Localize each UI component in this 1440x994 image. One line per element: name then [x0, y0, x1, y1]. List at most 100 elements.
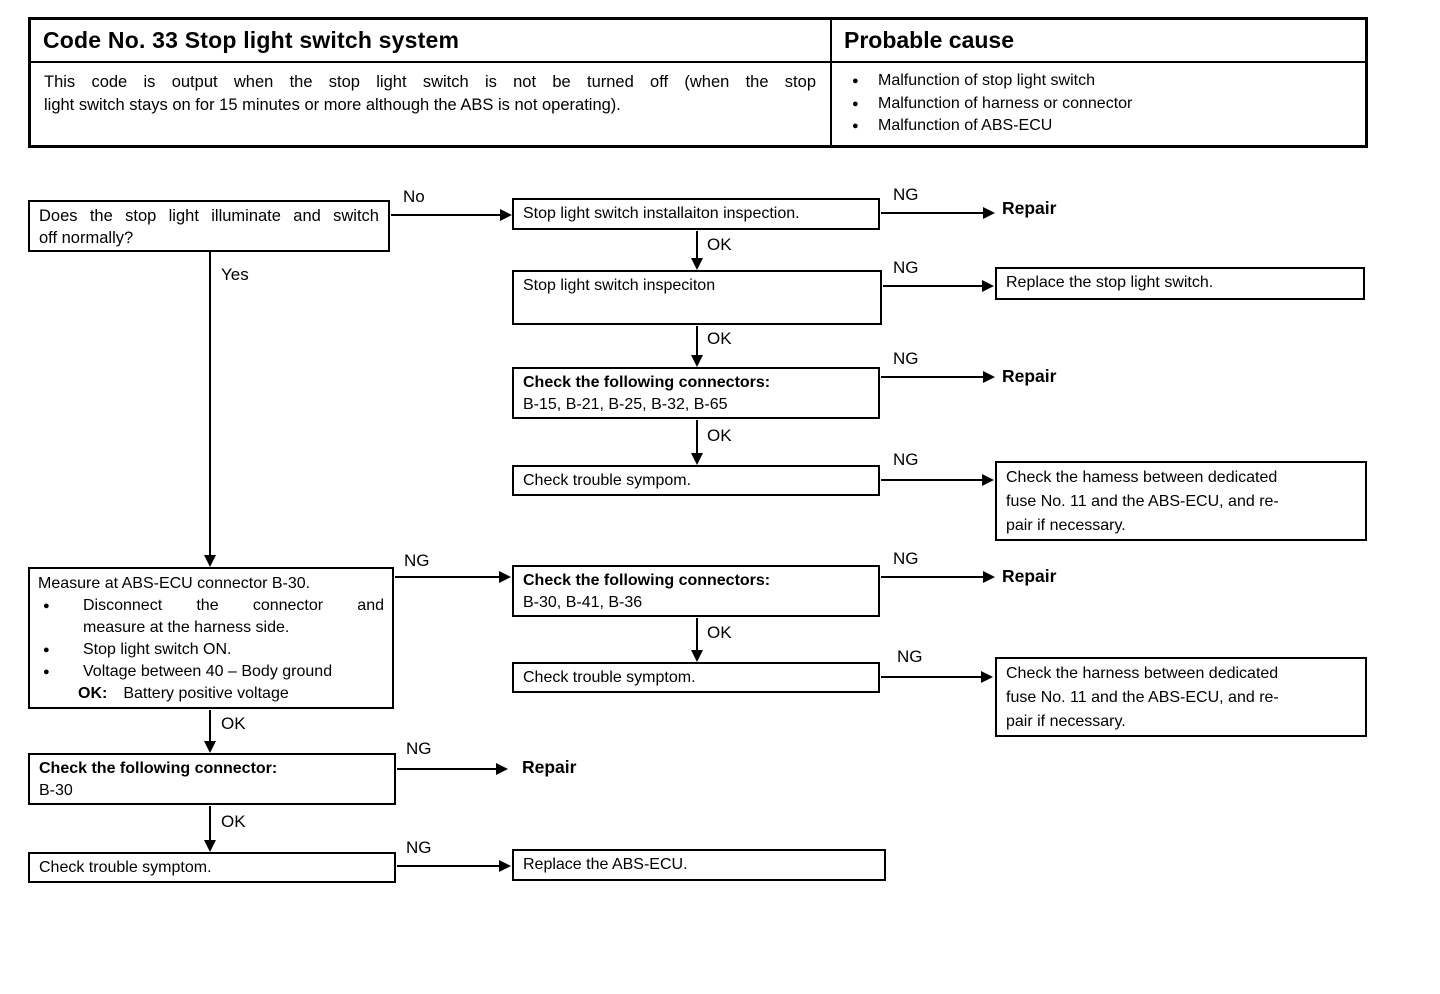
arrow-right-icon [981, 671, 993, 683]
node-text: Replace the ABS-ECU. [523, 856, 688, 873]
branch-label-ng: NG [893, 549, 919, 568]
node-text-line: pair if necessary. [1006, 517, 1126, 534]
flow-line [696, 618, 698, 651]
bullet-icon: ● [43, 666, 50, 678]
arrow-right-icon [982, 280, 994, 292]
node-check-harness-b: Check the harness between dedicated fuse… [995, 657, 1367, 737]
code-title-text: Code No. 33 Stop light switch system [43, 27, 460, 53]
outcome-repair: Repair [1002, 198, 1057, 218]
measure-bullet-item: ● Disconnect the connector and measure a… [38, 595, 384, 639]
branch-label-ok: OK [707, 426, 732, 445]
node-text-line: fuse No. 11 and the ABS-ECU, and re- [1006, 493, 1279, 510]
header-table: Code No. 33 Stop light switch system Pro… [28, 17, 1368, 148]
node-check-harness-a: Check the hamess between dedicated fuse … [995, 461, 1367, 541]
node-replace-switch: Replace the stop light switch. [995, 267, 1365, 300]
branch-label-ng: NG [406, 739, 432, 758]
node-text-line: measure at the harness side. [83, 619, 290, 636]
node-check-connectors-a: Check the following connectors: B-15, B-… [512, 367, 880, 419]
branch-label-yes: Yes [221, 265, 249, 284]
node-install-inspection: Stop light switch installaiton inspectio… [512, 198, 880, 230]
flow-line [696, 231, 698, 259]
flow-line [881, 212, 985, 214]
node-connector-list: B-30 [39, 782, 73, 799]
probable-cause-title: Probable cause [832, 20, 1365, 63]
arrow-right-icon [499, 860, 511, 872]
arrow-right-icon [496, 763, 508, 775]
probable-cause-item-text: Malfunction of harness or connector [878, 94, 1133, 112]
flow-line [696, 326, 698, 356]
branch-label-ng: NG [893, 185, 919, 204]
node-text: Stop light switch inspeciton [523, 277, 716, 294]
node-text: Check trouble symptom. [39, 859, 212, 876]
node-text-line: fuse No. 11 and the ABS-ECU, and re- [1006, 689, 1279, 706]
node-text-line: Check the hamess between dedicated [1006, 469, 1278, 486]
flow-line [881, 376, 985, 378]
branch-label-ok: OK [221, 714, 246, 733]
branch-label-ok: OK [221, 812, 246, 831]
arrow-down-icon [691, 453, 703, 465]
flow-line [209, 710, 211, 742]
node-connector-list: B-15, B-21, B-25, B-32, B-65 [523, 396, 728, 413]
measure-bullet-text: Voltage between 40 – Body ground [83, 663, 333, 680]
arrow-down-icon [691, 650, 703, 662]
node-text: Stop light switch installaiton inspectio… [523, 205, 800, 222]
probable-cause-list: ● Malfunction of stop light switch ● Mal… [832, 63, 1365, 145]
branch-label-ng: NG [893, 450, 919, 469]
code-description-line2: light switch stays on for 15 minutes or … [44, 96, 621, 114]
flow-line [881, 576, 985, 578]
probable-cause-item-text: Malfunction of stop light switch [878, 72, 1095, 89]
flow-line [391, 214, 501, 216]
node-title: Check the following connector: [39, 760, 278, 777]
measure-bullet-item: ● Stop light switch ON. [38, 639, 384, 661]
flow-line [881, 479, 983, 481]
measure-bullet-text: Stop light switch ON. [83, 641, 232, 658]
arrow-down-icon [204, 555, 216, 567]
arrow-down-icon [691, 355, 703, 367]
flow-line [883, 285, 983, 287]
branch-label-ok: OK [707, 329, 732, 348]
code-description-line1: This code is output when the stop light … [44, 73, 816, 91]
node-switch-inspection: Stop light switch inspeciton [512, 270, 882, 325]
flow-line [397, 768, 497, 770]
arrow-right-icon [983, 571, 995, 583]
node-text-line: Check the harness between dedicated [1006, 665, 1279, 682]
node-text: Replace the stop light switch. [1006, 274, 1214, 291]
node-check-trouble-c: Check trouble symptom. [28, 852, 396, 883]
node-replace-ecu: Replace the ABS-ECU. [512, 849, 886, 881]
node-check-trouble-b: Check trouble symptom. [512, 662, 880, 693]
flow-line [696, 420, 698, 454]
measure-bullet-text: Disconnect the connector and measure at … [83, 595, 384, 639]
node-check-connectors-b: Check the following connectors: B-30, B-… [512, 565, 880, 617]
ok-key: OK: [78, 685, 108, 702]
arrow-down-icon [204, 840, 216, 852]
code-title: Code No. 33 Stop light switch system [31, 20, 832, 63]
probable-cause-item: ● Malfunction of harness or connector [852, 93, 1355, 116]
node-measure-abs-ecu: Measure at ABS-ECU connector B-30. ● Dis… [28, 567, 394, 709]
branch-label-ok: OK [707, 235, 732, 254]
node-title: Check the following connectors: [523, 374, 771, 391]
outcome-repair: Repair [522, 757, 577, 777]
node-text-line: Disconnect the connector and [83, 597, 384, 614]
branch-label-no: No [403, 187, 425, 206]
arrow-down-icon [204, 741, 216, 753]
node-text-line: pair if necessary. [1006, 713, 1126, 730]
node-title: Check the following connectors: [523, 572, 771, 589]
flow-line [881, 676, 982, 678]
node-text: Check trouble sympom. [523, 472, 692, 489]
bullet-icon: ● [43, 600, 50, 612]
probable-cause-title-text: Probable cause [844, 27, 1015, 53]
probable-cause-item: ● Malfunction of ABS-ECU [852, 115, 1355, 138]
code-description: This code is output when the stop light … [31, 63, 832, 145]
branch-label-ng: NG [404, 551, 430, 570]
flow-line [397, 865, 500, 867]
probable-cause-item-text: Malfunction of ABS-ECU [878, 117, 1053, 134]
arrow-right-icon [983, 207, 995, 219]
node-text-line: Does the stop light illuminate and switc… [39, 207, 379, 225]
arrow-down-icon [691, 258, 703, 270]
node-text-line: off normally? [39, 229, 134, 247]
flow-line [209, 806, 211, 841]
arrow-right-icon [500, 209, 512, 221]
arrow-right-icon [983, 371, 995, 383]
ok-value: Battery positive voltage [123, 685, 289, 702]
